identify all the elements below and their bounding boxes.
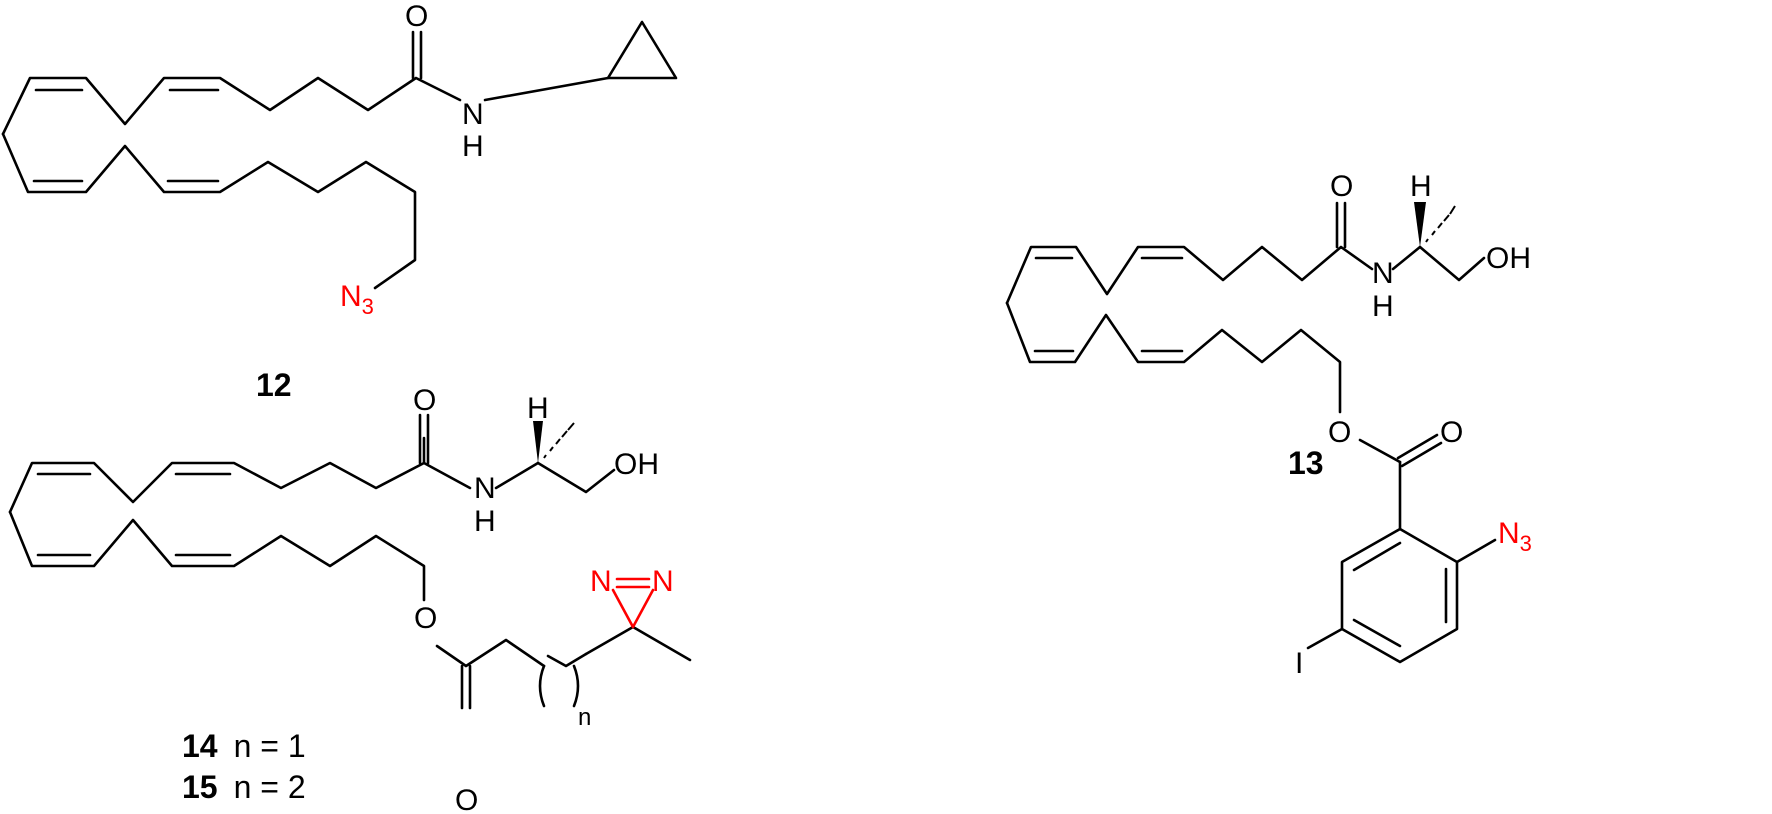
compound-14-diazirine-n1: N bbox=[590, 565, 612, 598]
compound-12-amide-n: N bbox=[462, 98, 484, 131]
compound-13-hydroxyl: OH bbox=[1486, 242, 1531, 275]
compound-14-carbonyl-o: O bbox=[413, 384, 436, 417]
compound-12-carbonyl-o: O bbox=[405, 0, 428, 33]
compound-14-ester-carbonyl-o: O bbox=[455, 784, 478, 814]
compound-12-azide: N3 bbox=[340, 280, 374, 319]
compound-13-amide-n: N bbox=[1372, 257, 1394, 290]
compound-14-repeat-n: n bbox=[578, 704, 591, 731]
compound-14-stereo-h: H bbox=[527, 392, 549, 425]
compound-12-amide-h: H bbox=[462, 130, 484, 163]
compound-13-azide: N3 bbox=[1498, 517, 1532, 556]
compound-14-diazirine-n2: N bbox=[652, 565, 674, 598]
compound-13-label: 13 bbox=[1288, 445, 1324, 481]
compound-14-amide-n: N bbox=[474, 472, 496, 505]
compound-13-carbonyl-o: O bbox=[1330, 170, 1353, 203]
compound-14-ester-o: O bbox=[414, 602, 437, 635]
compound-14-hydroxyl: OH bbox=[614, 448, 659, 481]
compound-14-amide-h: H bbox=[474, 505, 496, 538]
compound-13-structure bbox=[1005, 201, 1497, 664]
compound-13-ester-o: O bbox=[1328, 416, 1351, 449]
compound-12-label: 12 bbox=[256, 367, 292, 403]
compound-13-stereo-h: H bbox=[1410, 170, 1432, 203]
compound-13-amide-h: H bbox=[1372, 290, 1394, 323]
compound-12-structure bbox=[1, 20, 678, 290]
compound-13-iodo: I bbox=[1295, 647, 1303, 680]
compound-13-ester-carbonyl-o: O bbox=[1440, 416, 1463, 449]
compound-14-15-structure bbox=[8, 413, 692, 710]
